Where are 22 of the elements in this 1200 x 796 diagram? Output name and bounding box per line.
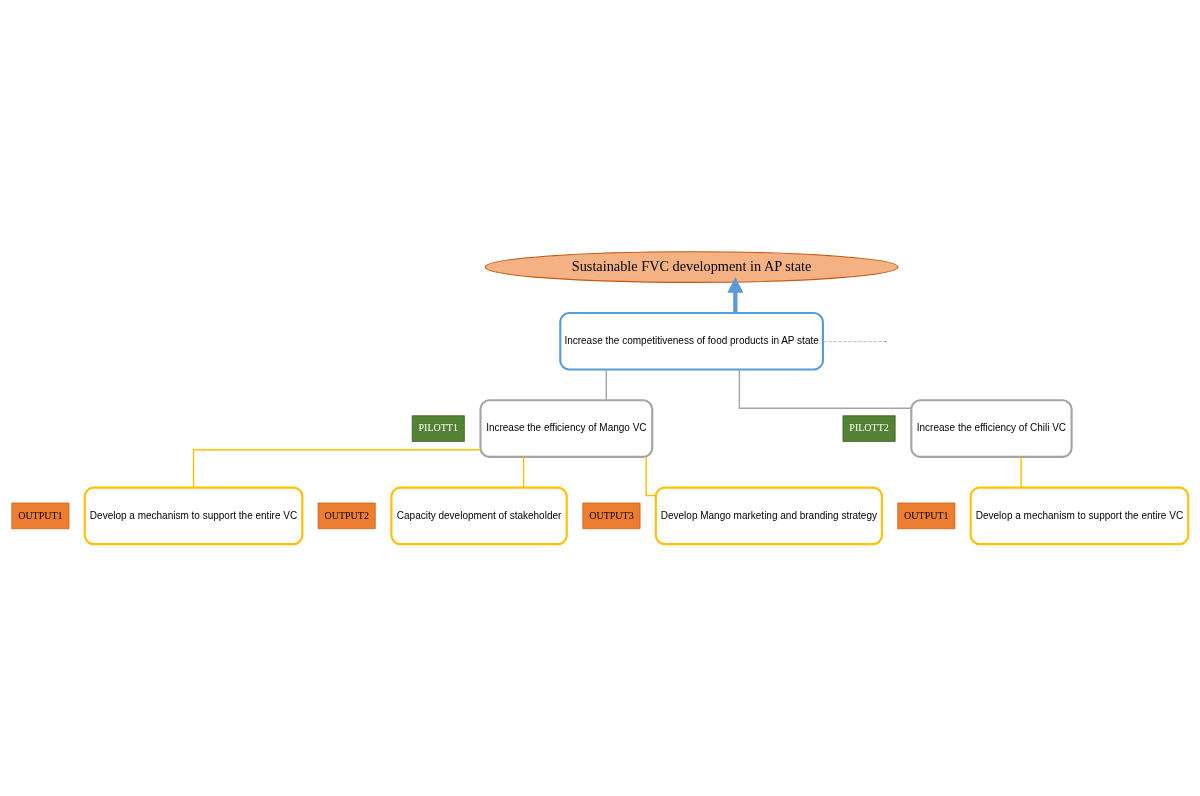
connector — [1020, 456, 1022, 489]
connector — [605, 368, 607, 401]
node-box: OUTPUT1 — [897, 502, 956, 530]
node-box: OUTPUT1 — [11, 502, 70, 530]
node-box: Increase the efficiency of Mango VC — [479, 399, 654, 458]
node-box: Increase the competitiveness of food products in AP state — [559, 311, 824, 371]
node-box: OUTPUT3 — [582, 502, 641, 530]
arrow — [727, 277, 744, 313]
node-box: PILOTT2 — [842, 415, 896, 442]
node-box: PILOTT1 — [411, 415, 465, 442]
node-box: Develop Mango marketing and branding strategy — [654, 486, 884, 546]
connector — [192, 448, 482, 489]
connector — [822, 341, 886, 342]
connector — [645, 456, 657, 497]
node-box: Increase the efficiency of Chili VC — [910, 399, 1073, 458]
node-box: Develop a mechanism to support the entire VC — [969, 486, 1190, 546]
node-box: Capacity development of stakeholder — [390, 486, 568, 546]
connector — [738, 368, 912, 409]
connector — [522, 456, 525, 489]
node-box: OUTPUT2 — [317, 502, 376, 530]
node-ellipse: Sustainable FVC development in AP state — [484, 251, 899, 283]
node-box: Develop a mechanism to support the entire VC — [83, 486, 304, 546]
